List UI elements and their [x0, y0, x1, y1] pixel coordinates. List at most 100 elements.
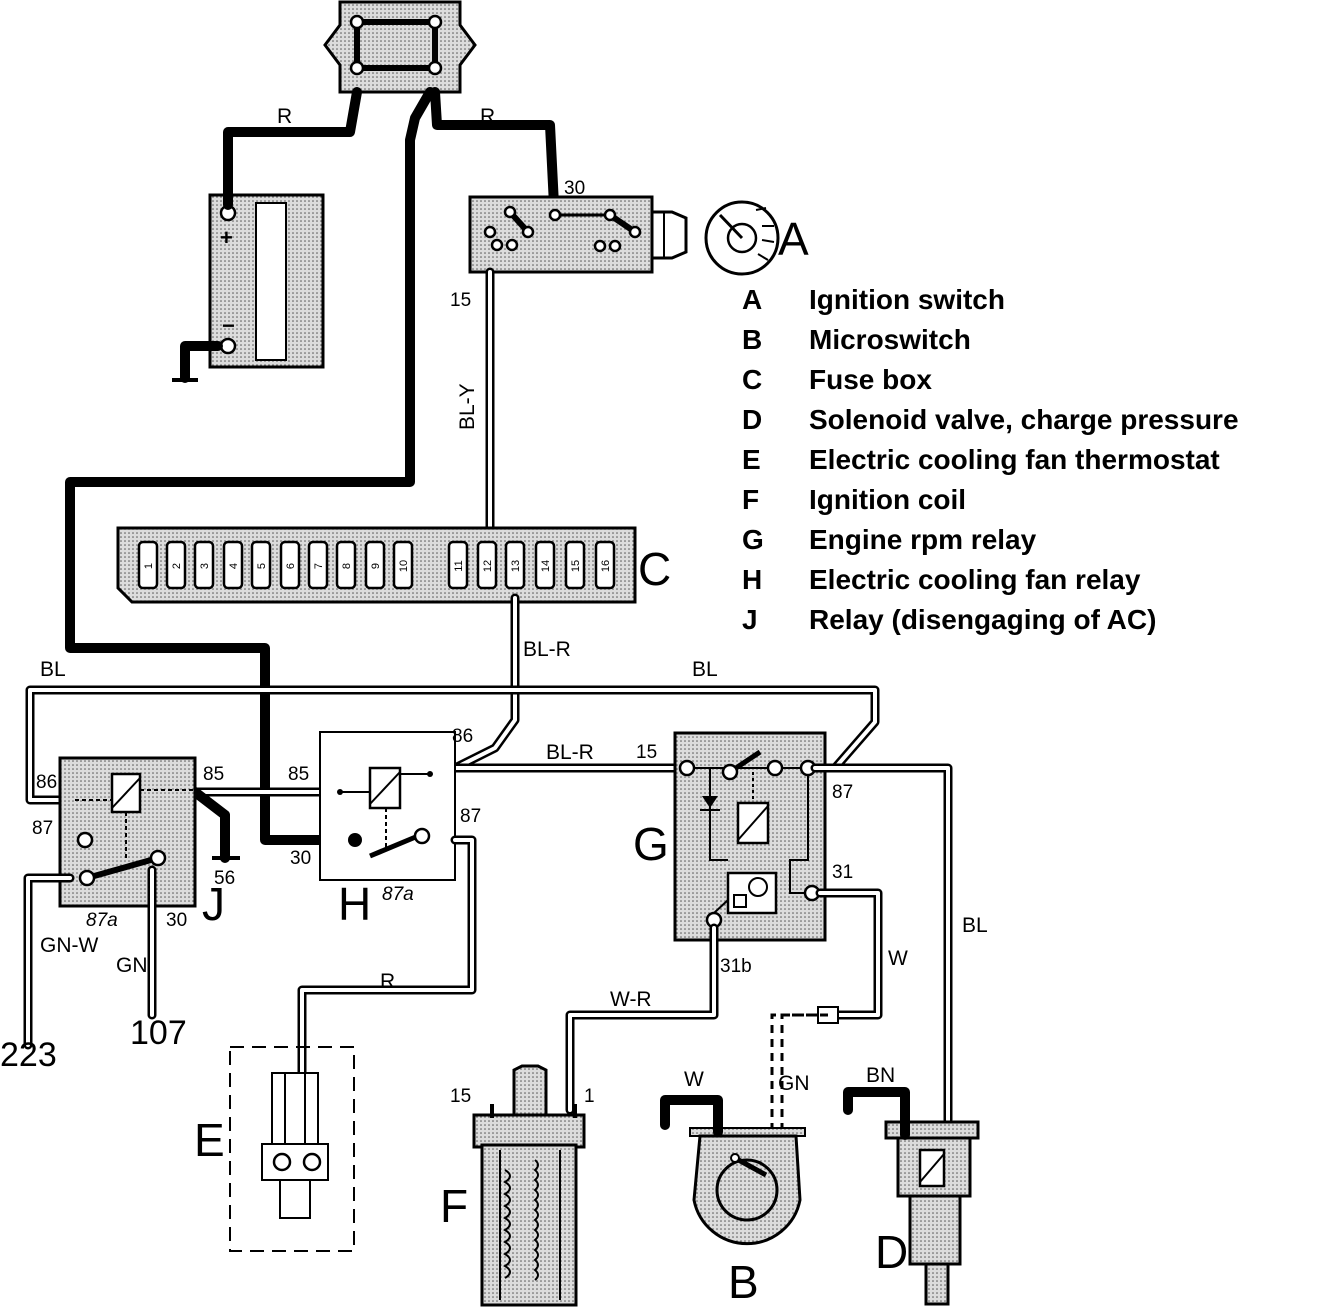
label-b: B [728, 1256, 759, 1308]
fuse-label: 13 [510, 560, 522, 572]
fuse-10: 10 [392, 540, 414, 590]
wire-label-r-left: R [277, 105, 292, 128]
label-f: F [440, 1180, 468, 1232]
term-g-31: 31 [832, 862, 853, 883]
fuse-label: 9 [370, 563, 382, 569]
legend-letter: A [742, 284, 763, 315]
fuse-label: 16 [600, 560, 612, 572]
fuse-6: 6 [279, 540, 301, 590]
fuse-label: 4 [228, 563, 240, 569]
wire-label-bl-r-fuse: BL-R [523, 638, 571, 661]
fuse-label: 8 [341, 563, 353, 569]
term-h-86: 86 [452, 726, 473, 747]
term-ign-30: 30 [564, 178, 585, 199]
wire-label-bl-right: BL [692, 658, 718, 681]
label-g: G [633, 818, 669, 870]
legend-letter: J [742, 604, 758, 635]
cable-fan-relay [65, 87, 435, 845]
wire-label-bl-y: BL-Y [456, 383, 479, 430]
fuse-label: 6 [285, 563, 297, 569]
fuse-label: 2 [171, 563, 183, 569]
fuse-16: 16 [594, 540, 616, 590]
battery-plus: + [220, 225, 233, 250]
ignition-switch [468, 195, 688, 274]
fuse-label: 11 [453, 560, 465, 571]
term-g-31b: 31b [720, 956, 752, 977]
main-junction [323, 0, 477, 94]
legend-letter: C [742, 364, 763, 395]
legend-letter: G [742, 524, 764, 555]
legend-letter: D [742, 404, 763, 435]
wire-label-bl-left: BL [40, 658, 66, 681]
microswitch-b [689, 1127, 806, 1246]
term-j-87: 87 [32, 818, 53, 839]
fuse-label: 1 [143, 563, 155, 569]
legend-text: Relay (disengaging of AC) [809, 604, 1157, 635]
fuse-13: 13 [504, 540, 526, 590]
term-j-30: 30 [166, 910, 187, 931]
term-h-87: 87 [460, 806, 481, 827]
term-h-30: 30 [290, 848, 311, 869]
ignition-coil-f [472, 1064, 586, 1307]
term-f-1: 1 [584, 1086, 595, 1107]
term-h-85: 85 [288, 764, 309, 785]
legend-row: J Relay (disengaging of AC) [742, 600, 1332, 640]
legend-letter: B [742, 324, 763, 355]
fuse-11: 11 [447, 540, 469, 590]
wire-label-gn-b: GN [778, 1072, 810, 1095]
term-j-85: 85 [203, 764, 224, 785]
legend-text: Solenoid valve, charge pressure [809, 404, 1239, 435]
cable-ignition [430, 87, 559, 210]
fuse-label: 7 [313, 563, 325, 569]
legend-row: D Solenoid valve, charge pressure [742, 400, 1332, 440]
connector-223: 223 [0, 1036, 57, 1074]
fuse-label: 14 [540, 560, 552, 572]
fuse-4: 4 [222, 540, 244, 590]
battery-minus: − [222, 313, 235, 338]
wire-label-r-thermo: R [380, 970, 395, 993]
label-e: E [194, 1114, 225, 1166]
legend-text: Ignition coil [809, 484, 967, 515]
legend-text: Ignition switch [809, 284, 1005, 315]
label-c: C [638, 543, 671, 595]
fuse-14: 14 [534, 540, 556, 590]
thermostat-e [229, 1046, 355, 1252]
legend-text: Electric cooling fan thermostat [809, 444, 1220, 475]
wire-label-gn: GN [116, 954, 148, 977]
fuse-5: 5 [250, 540, 272, 590]
wire-bl-loop [28, 688, 877, 802]
wire-bn-d [843, 1087, 910, 1140]
fuse-label: 5 [256, 563, 268, 569]
wire-r-thermostat [300, 838, 474, 1077]
legend-row: A Ignition switch [742, 280, 1332, 320]
wire-label-gn-w: GN-W [40, 934, 98, 957]
fuse-8: 8 [335, 540, 357, 590]
term-j-86: 86 [36, 772, 57, 793]
term-j-56: 56 [214, 868, 235, 889]
wire-w-r [568, 926, 716, 1112]
wire-label-w-b: W [684, 1068, 704, 1091]
fuse-3: 3 [193, 540, 215, 590]
wire-label-r-right: R [480, 105, 495, 128]
legend-letter: F [742, 484, 760, 515]
term-h-87a: 87a [382, 884, 414, 905]
wire-w-b [660, 1095, 723, 1137]
wire-label-bl-d: BL [962, 914, 988, 937]
legend-text: Fuse box [809, 364, 932, 395]
battery: + − [208, 193, 325, 369]
wire-bl-r-fuse [453, 596, 517, 770]
connector-107: 107 [130, 1014, 187, 1052]
wire-w-g [818, 891, 880, 1017]
wire-gn-w [26, 876, 72, 1047]
fuse-label: 12 [482, 560, 494, 572]
fuse-1: 1 [137, 540, 159, 590]
legend-text: Electric cooling fan relay [809, 564, 1141, 595]
term-g-15: 15 [636, 742, 657, 763]
